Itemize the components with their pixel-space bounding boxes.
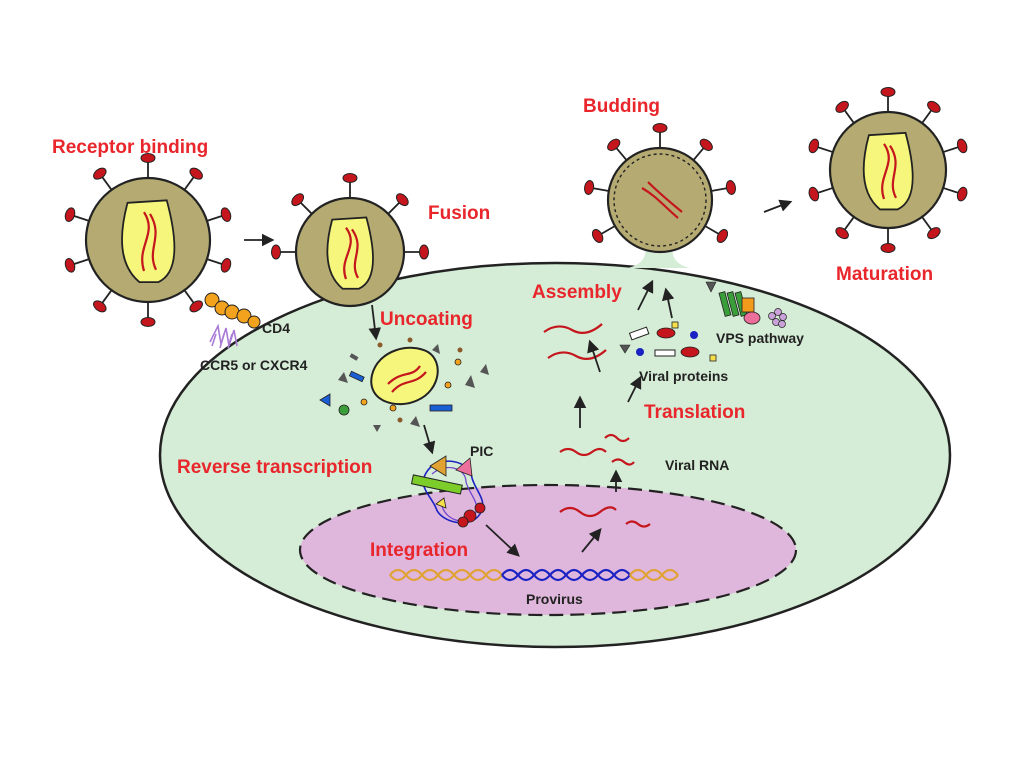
host-dna-with-provirus: [389, 568, 679, 582]
spike-cap: [395, 193, 409, 207]
viral-rna: [351, 228, 359, 279]
viral-capsid: [862, 131, 914, 211]
viral-envelope: [606, 146, 714, 254]
spike-cap: [956, 186, 968, 202]
spike-cap: [956, 138, 968, 154]
label-cd4: CD4: [262, 320, 290, 336]
uncoating-capsid: [370, 346, 439, 406]
virion-fusion: [271, 173, 429, 308]
spike-cap: [140, 317, 156, 327]
label-pic: PIC: [470, 443, 493, 459]
viral-rna: [641, 187, 679, 219]
spike-cap: [342, 173, 358, 183]
virion-receptor-binding: [64, 153, 232, 327]
label-viral-proteins: Viral proteins: [639, 368, 728, 384]
spike-cap: [291, 193, 305, 207]
spike-cap: [880, 87, 896, 97]
label-provirus: Provirus: [526, 591, 583, 607]
viral-rna: [889, 145, 897, 199]
spike-cap: [716, 229, 729, 243]
budding-membrane: [613, 153, 707, 247]
spike-cap: [271, 244, 281, 260]
viral-rna: [881, 143, 890, 200]
label-translation: Translation: [644, 402, 745, 423]
spike-cap: [140, 153, 156, 163]
ccr5-cxcr4-coreceptor: [209, 323, 238, 349]
label-reverse-transcription: Reverse transcription: [177, 457, 372, 478]
spike-cap: [591, 229, 604, 243]
stage-labels: Receptor binding Fusion Uncoating Revers…: [52, 96, 933, 561]
spike-cap: [835, 227, 849, 240]
spike-cap: [64, 207, 76, 222]
viral-rna: [343, 227, 352, 280]
assembly-viral-proteins: [619, 321, 717, 362]
spike-cap: [93, 167, 107, 180]
label-vps-pathway: VPS pathway: [716, 330, 804, 346]
cd4-receptor: [204, 292, 261, 329]
label-receptor-binding: Receptor binding: [52, 137, 208, 158]
spike-cap: [652, 123, 668, 133]
component-labels: CD4 CCR5 or CXCR4 PIC Viral RNA Viral pr…: [200, 320, 804, 607]
viral-rna: [141, 211, 150, 272]
label-integration: Integration: [370, 540, 468, 561]
virion-maturation: [808, 87, 968, 253]
nucleus: [298, 483, 798, 617]
virion-budding: [583, 123, 737, 254]
label-fusion: Fusion: [428, 203, 490, 224]
label-viral-rna: Viral RNA: [665, 457, 729, 473]
spike-cap: [64, 258, 76, 273]
label-uncoating: Uncoating: [380, 309, 473, 330]
spike-cap: [725, 180, 737, 195]
budding-neck: [628, 240, 690, 268]
spike-cap: [419, 244, 429, 260]
spike-cap: [927, 100, 941, 113]
label-maturation: Maturation: [836, 264, 933, 285]
spike-cap: [607, 138, 621, 152]
vps-machinery: [705, 281, 787, 328]
spike-cap: [808, 138, 820, 154]
spike-cap: [189, 167, 203, 180]
spike-cap: [220, 258, 232, 273]
spike-cap: [220, 207, 232, 222]
spike-cap: [93, 300, 107, 313]
viral-capsid: [326, 216, 374, 290]
spike-cap: [583, 180, 595, 195]
label-coreceptor: CCR5 or CXCR4: [200, 357, 308, 373]
viral-rna: [647, 181, 683, 213]
released-viral-proteins: [319, 337, 489, 432]
spike-cap: [835, 100, 849, 113]
viral-capsid: [121, 199, 176, 284]
pre-integration-complex: [410, 455, 486, 528]
spike-cap: [880, 243, 896, 253]
process-arrows: [244, 199, 793, 557]
viral-rna-strands: [543, 323, 651, 528]
spike-cap: [808, 186, 820, 202]
label-budding: Budding: [583, 96, 660, 117]
spike-cap: [189, 300, 203, 313]
viral-rna: [149, 213, 158, 271]
spike-cap: [927, 227, 941, 240]
spike-cap: [699, 138, 713, 152]
label-assembly: Assembly: [532, 282, 622, 303]
